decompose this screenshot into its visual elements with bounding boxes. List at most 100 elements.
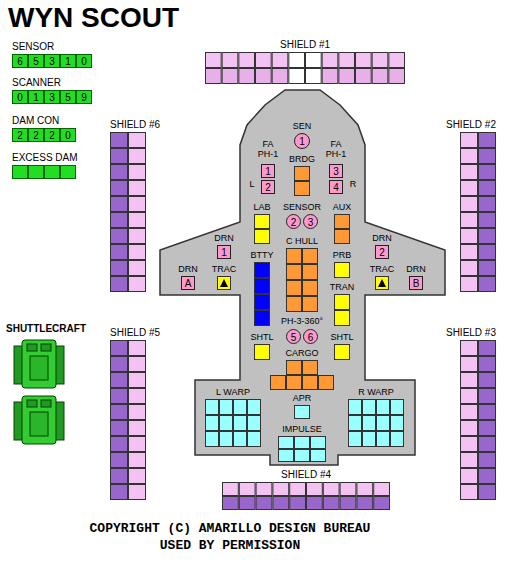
box-value: 6 [17, 56, 23, 67]
box-shape [348, 399, 404, 447]
box-value: 5 [291, 331, 297, 342]
box-value: 1 [33, 92, 39, 103]
arc-label: R [348, 179, 358, 189]
system-name: SHIELD #2 [446, 119, 496, 131]
box-value: 3 [49, 92, 55, 103]
box-shape [205, 52, 405, 84]
system-name: R WARP [358, 387, 394, 398]
box-value: 3 [308, 216, 314, 227]
system-label: SENSOR [272, 202, 332, 212]
shield-track: SHIELD #1 [205, 52, 405, 84]
box-value: 2 [49, 130, 55, 141]
shield-track: SHIELD #4 [222, 482, 390, 510]
box-shape [217, 276, 231, 290]
box-shape [334, 262, 350, 278]
box-value: B [413, 278, 420, 289]
system-name: SHIELD #1 [280, 39, 330, 51]
system-name: PRB [333, 250, 352, 261]
system-grid: SHTL [254, 344, 270, 360]
box-value: 3 [333, 166, 339, 177]
box-shape [254, 214, 270, 244]
box-value: 2 [17, 130, 23, 141]
system-grid: BTTY [254, 262, 270, 326]
system-name: SENSOR [12, 41, 54, 53]
drone-box: DRNB [409, 276, 423, 290]
copyright-caption: COPYRIGHT (C) AMARILLO DESIGN BUREAU USE… [80, 520, 380, 554]
weapon-circle: SEN1 [294, 133, 310, 149]
weapon-circle: 5 [286, 329, 301, 344]
box-shape [110, 132, 146, 292]
shield-track: SHIELD #6 [110, 132, 146, 292]
track-label: SENSOR65310 [12, 54, 92, 68]
system-name: DRN [372, 233, 392, 244]
box-shape [205, 399, 261, 447]
box-value: 0 [65, 130, 71, 141]
shuttle-bay: SHUTTLECRAFT [6, 336, 86, 446]
track-label: DAM CON2220 [12, 128, 76, 142]
box-value: 9 [81, 92, 87, 103]
tractor-box: TRAC [375, 276, 389, 290]
weapon-label: PH-3-360° [267, 316, 337, 326]
track-box: 5 [28, 54, 44, 68]
box-shape [222, 482, 390, 510]
box-shape [460, 132, 496, 292]
track-box: 2 [44, 128, 60, 142]
drone-box: DRN2 [375, 245, 389, 259]
box-shape [12, 165, 76, 179]
shield-track: SHIELD #3 [460, 340, 496, 500]
track-box: 0 [76, 54, 92, 68]
system-name: BRDG [289, 154, 315, 165]
damage-track: EXCESS DAM [12, 165, 76, 179]
box-shape [270, 360, 334, 390]
box-shape [460, 340, 496, 500]
box-value: 0 [17, 92, 23, 103]
weapon-box: 1 [261, 164, 275, 178]
track-box: 0 [60, 128, 76, 142]
box-shape [254, 344, 270, 360]
box-shape [375, 276, 389, 290]
system-name: SHUTTLECRAFT [6, 323, 86, 335]
box-shape [6, 336, 86, 446]
system-name: DAM CON [12, 115, 59, 127]
box-value: 2 [265, 182, 271, 193]
box-shape [334, 294, 350, 326]
system-name: SHIELD #5 [110, 327, 160, 339]
box-value: 2 [291, 216, 297, 227]
system-name: SEN [293, 121, 312, 132]
weapon-box: 3 [329, 164, 343, 178]
box-value: 1 [299, 136, 305, 147]
box-value: 2 [379, 247, 385, 258]
system-name: DRN [178, 264, 198, 275]
shuttle-icon [14, 340, 64, 388]
track-box: 1 [60, 54, 76, 68]
shield-track: SHIELD #2 [460, 132, 496, 292]
weapon-box: 2 [261, 180, 275, 194]
track-box: 9 [76, 90, 92, 104]
system-name: TRAN [330, 282, 355, 293]
tractor-box: TRAC [217, 276, 231, 290]
box-value: 1 [65, 56, 71, 67]
warp-engine: R WARP [348, 399, 404, 447]
shield-track: SHIELD #5 [110, 340, 146, 500]
box-shape [294, 166, 310, 196]
box-value: 5 [65, 92, 71, 103]
system-name: SHIELD #4 [281, 469, 331, 481]
track-box: 3 [44, 90, 60, 104]
box-value: 3 [49, 56, 55, 67]
system-name: LAB [253, 202, 270, 213]
impulse-engine: IMPULSE [278, 436, 326, 462]
arc-label: L [247, 179, 257, 189]
box-shape [254, 262, 270, 326]
system-grid: AUX [334, 214, 350, 244]
system-grid: PRB [334, 262, 350, 278]
track-label: SCANNER01359 [12, 90, 92, 104]
weapon-circle: 2 [286, 214, 301, 229]
box-value: 6 [308, 331, 314, 342]
system-name: C HULL [286, 236, 318, 247]
system-grid: TRAN [334, 294, 350, 326]
track-box: 2 [28, 128, 44, 142]
box-value: 0 [81, 56, 87, 67]
weapon-label: FA PH-1 [322, 139, 350, 159]
system-name: SHTL [330, 332, 353, 343]
system-name: SHIELD #3 [446, 327, 496, 339]
